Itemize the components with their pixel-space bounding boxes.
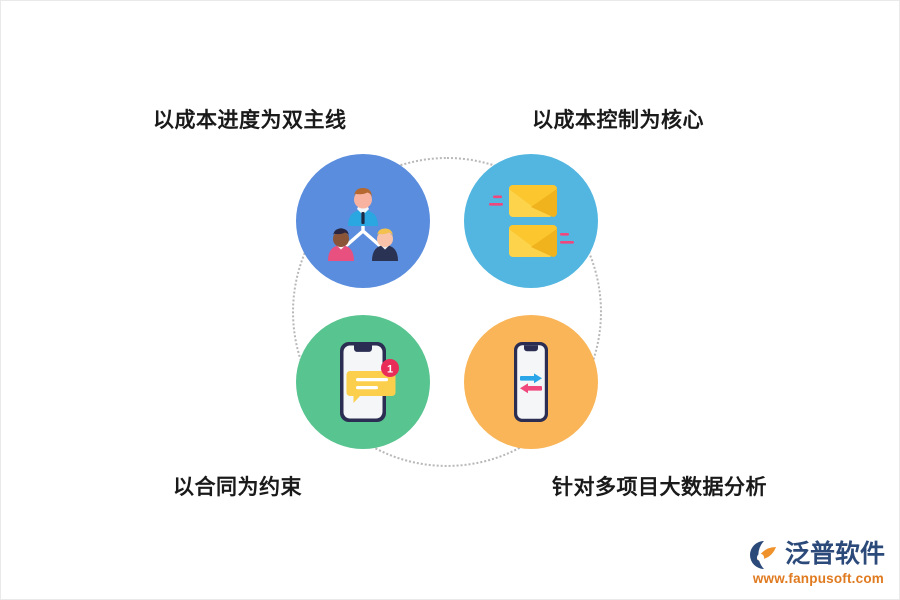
dotted-connector-ring <box>292 157 602 467</box>
brand-watermark: 泛普软件 www.fanpusoft.com <box>747 540 885 586</box>
arrow-left-icon <box>520 383 542 394</box>
brand-url: www.fanpusoft.com <box>752 570 884 586</box>
node-circle-bottom-right[interactable] <box>464 315 598 449</box>
node-label-top-left: 以成本进度为双主线 <box>153 109 347 132</box>
phone-message-notification-icon: 1 <box>340 342 399 422</box>
node-circle-top-left[interactable] <box>296 154 430 288</box>
notification-badge-count: 1 <box>387 363 393 375</box>
brand-row: 泛普软件 <box>747 540 885 570</box>
node-label-bottom-right: 针对多项目大数据分析 <box>552 476 767 499</box>
node-circle-top-right[interactable] <box>464 154 598 288</box>
node-circle-bottom-left[interactable]: 1 <box>296 315 430 449</box>
team-org-chart-icon <box>328 188 398 261</box>
phone-data-transfer-icon <box>514 342 548 422</box>
node-label-top-right: 以成本控制为核心 <box>532 109 704 132</box>
brand-name: 泛普软件 <box>784 540 885 568</box>
node-label-bottom-left: 以合同为约束 <box>173 476 302 499</box>
arrow-right-icon <box>520 373 542 384</box>
mail-envelopes-icon <box>489 185 574 257</box>
fanpu-logo-icon <box>749 540 776 569</box>
